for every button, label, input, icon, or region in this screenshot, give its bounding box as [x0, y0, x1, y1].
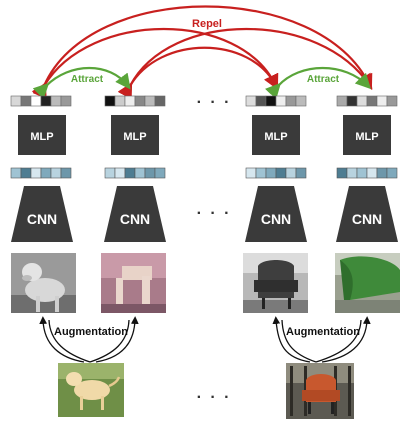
mlp-block-3	[252, 115, 300, 155]
cnn-label: CNN	[352, 211, 382, 227]
mlp-block-1	[18, 115, 66, 155]
ellipsis-top: · · ·	[197, 94, 232, 111]
cnn-label: CNN	[261, 211, 291, 227]
source-image-chair	[286, 363, 354, 419]
cnn-block-4	[336, 186, 398, 242]
augmented-view-chair-grayscale	[243, 253, 308, 313]
cnn-label: CNN	[120, 211, 150, 227]
repel-arrow	[117, 46, 279, 100]
attract-label-left: Attract	[71, 74, 104, 85]
mlp-blocks: MLP MLP MLP MLP	[18, 115, 391, 155]
mlp-label: MLP	[30, 131, 53, 143]
source-image-dog	[58, 363, 124, 417]
augmented-view-dog-grayscale	[11, 253, 76, 313]
cnn-embedding-3	[245, 167, 307, 179]
mlp-block-4	[343, 115, 391, 155]
cnn-embedding-1	[10, 167, 72, 179]
mlp-embeddings	[10, 95, 398, 107]
augmentation-arrows-left	[39, 316, 139, 363]
attract-arrows	[32, 67, 372, 100]
mlp-label: MLP	[123, 131, 146, 143]
repel-label: Repel	[192, 18, 222, 30]
cnn-blocks	[11, 186, 398, 242]
ellipsis-bottom: · · ·	[197, 389, 232, 406]
mlp-embedding-3	[245, 95, 307, 107]
mlp-label: MLP	[264, 131, 287, 143]
ellipsis-middle: · · ·	[197, 205, 232, 222]
repel-arrows	[31, 5, 373, 100]
augmentation-label-right: Augmentation	[286, 326, 360, 338]
cnn-block-1	[11, 186, 73, 242]
cnn-embeddings	[10, 167, 398, 179]
cnn-block-3	[245, 186, 307, 242]
mlp-embedding-1	[10, 95, 72, 107]
mlp-label: MLP	[355, 131, 378, 143]
repel-arrow	[118, 28, 373, 100]
attract-arrow-right	[264, 67, 372, 100]
augmented-view-chair-green	[335, 253, 400, 313]
mlp-embedding-2	[104, 95, 166, 107]
repel-arrow	[32, 5, 373, 100]
attract-label-right: Attract	[307, 74, 340, 85]
attract-arrow-left	[32, 67, 131, 100]
mlp-embedding-4	[336, 95, 398, 107]
cnn-embedding-2	[104, 167, 166, 179]
augmented-view-dog-legs	[101, 253, 166, 313]
mlp-block-2	[111, 115, 159, 155]
cnn-embedding-4	[336, 167, 398, 179]
augmentation-arrows-right	[272, 316, 371, 363]
augmentation-label-left: Augmentation	[54, 326, 128, 338]
cnn-block-2	[104, 186, 166, 242]
repel-arrow	[31, 27, 279, 100]
cnn-label: CNN	[27, 211, 57, 227]
